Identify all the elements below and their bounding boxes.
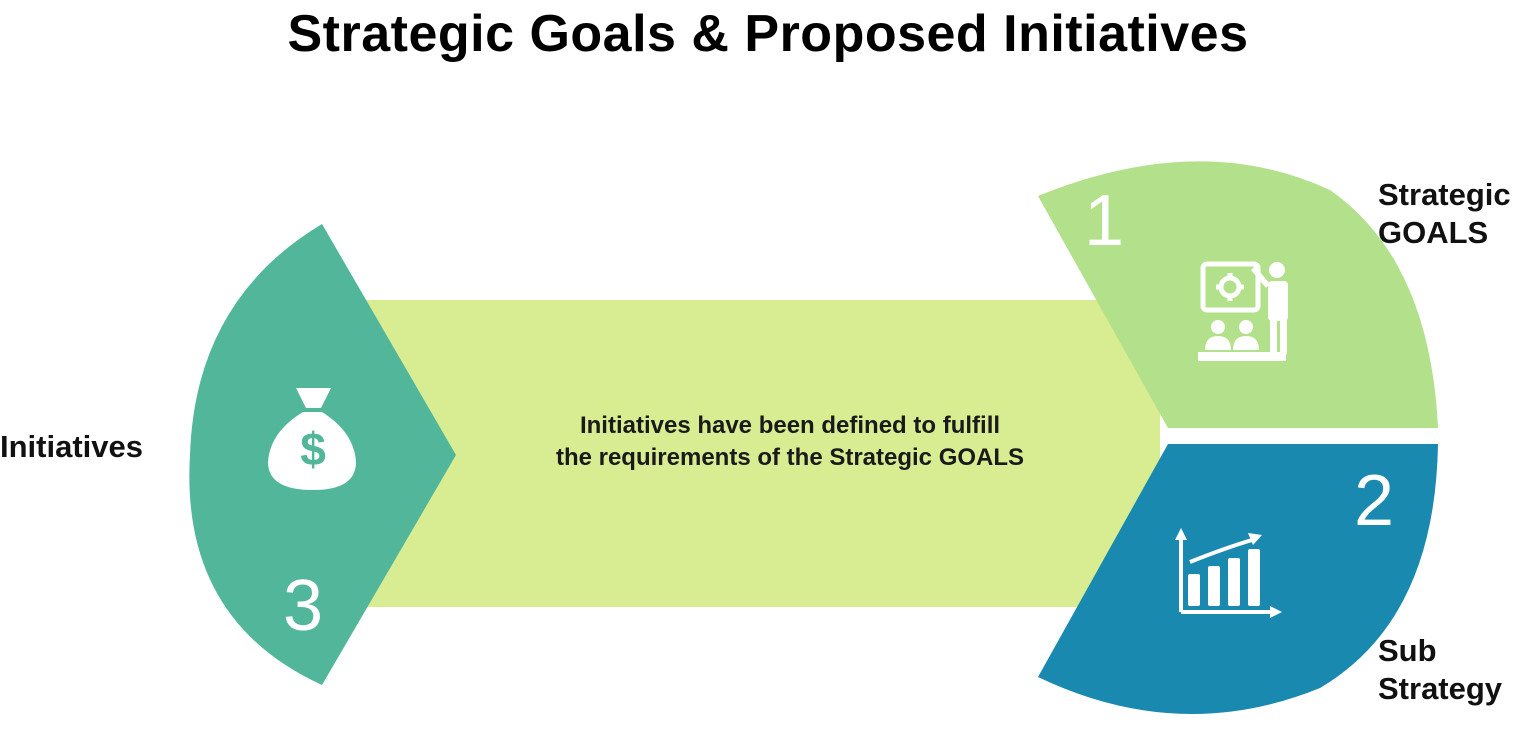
svg-text:$: $ <box>300 423 326 475</box>
label-sub-strategy-line1: Sub <box>1378 633 1437 668</box>
label-strategic-goals: Strategic GOALS <box>1378 176 1511 252</box>
page-title: Strategic Goals & Proposed Initiatives <box>287 5 1249 63</box>
label-strategic-goals-line2: GOALS <box>1378 215 1489 250</box>
center-description: Initiatives have been defined to fulfill… <box>460 410 1120 474</box>
money-bag-icon: $ <box>268 388 356 490</box>
growth-chart-icon <box>1175 528 1282 618</box>
center-description-line1: Initiatives have been defined to fulfill <box>579 412 1001 439</box>
label-sub-strategy-line2: Strategy <box>1378 671 1503 706</box>
center-band <box>330 300 1160 607</box>
center-description-line2: the requirements of the Strategic GOALS <box>555 444 1025 471</box>
segment-number-3: 3 <box>283 566 324 646</box>
label-initiatives: Initiatives <box>0 429 143 464</box>
label-sub-strategy: Sub Strategy <box>1378 632 1502 708</box>
presentation-icon <box>1200 261 1261 313</box>
segment-number-2: 2 <box>1354 461 1395 541</box>
label-strategic-goals-line1: Strategic <box>1378 177 1511 212</box>
segment-number-1: 1 <box>1084 181 1125 261</box>
presenter-figure <box>1198 262 1288 361</box>
